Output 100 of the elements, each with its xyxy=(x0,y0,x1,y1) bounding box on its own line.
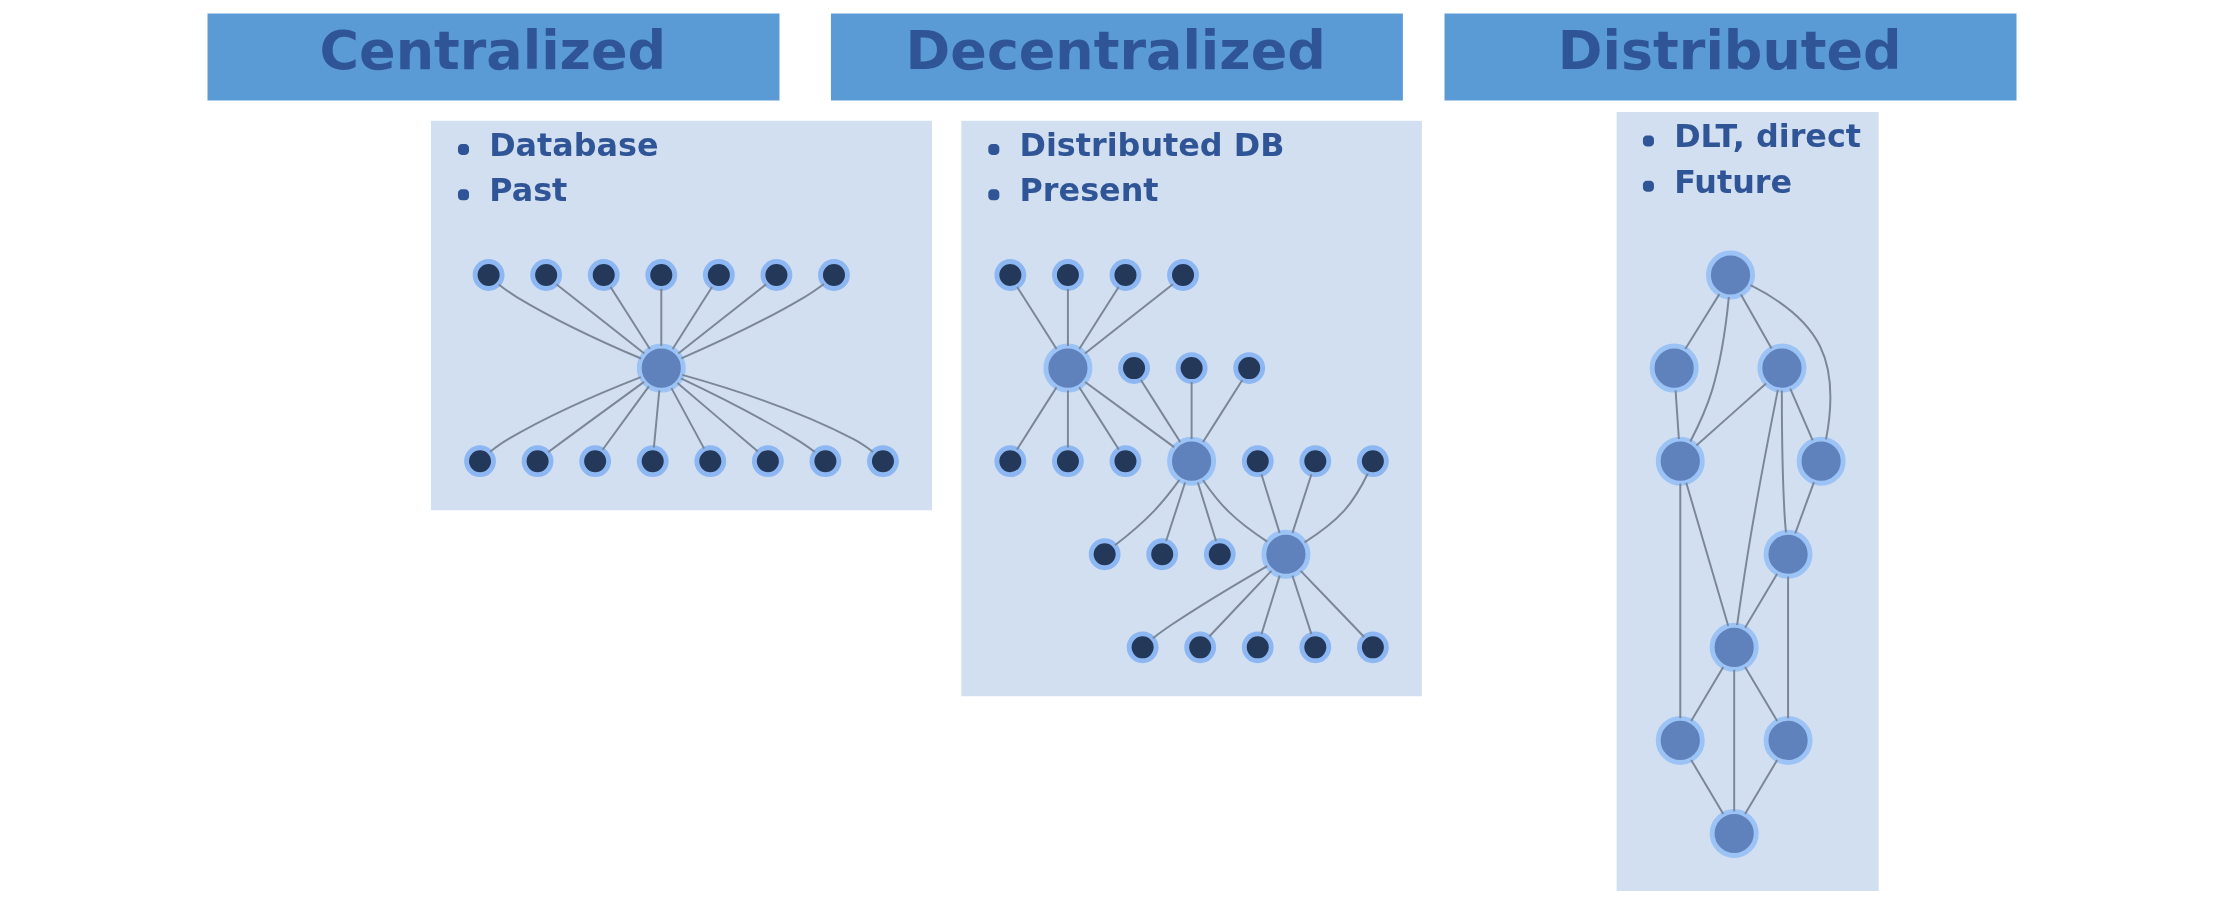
connector xyxy=(1078,386,1120,451)
node-circle xyxy=(1261,529,1311,579)
connector xyxy=(1139,379,1182,443)
connector xyxy=(1695,382,1768,447)
connector xyxy=(1780,389,1787,534)
cluster: Database Past xyxy=(428,118,935,513)
node-circle xyxy=(1763,715,1813,765)
connector xyxy=(1303,472,1369,544)
connector xyxy=(1733,668,1736,813)
node-circle xyxy=(1052,445,1084,478)
node-circle xyxy=(587,259,620,291)
node-circle xyxy=(1043,343,1093,393)
connector xyxy=(1674,389,1680,441)
node-circle xyxy=(809,445,842,478)
node-circle xyxy=(1706,250,1755,300)
connector xyxy=(1165,481,1187,542)
connector xyxy=(1744,665,1779,722)
node-circle xyxy=(751,445,784,478)
node-circle xyxy=(1118,352,1150,384)
connector xyxy=(679,377,816,453)
connector xyxy=(1202,379,1244,443)
connector xyxy=(1202,479,1269,543)
connector xyxy=(1739,293,1773,350)
connector xyxy=(1066,389,1069,449)
connector xyxy=(1744,572,1779,629)
node-circle xyxy=(867,445,899,478)
connector xyxy=(671,286,713,350)
node-circle xyxy=(1709,622,1759,672)
connector xyxy=(1260,574,1281,636)
node-circle xyxy=(579,445,612,478)
connector xyxy=(1291,473,1313,534)
node-circle xyxy=(1146,538,1179,571)
connector xyxy=(1113,478,1181,547)
node-circle xyxy=(1184,631,1217,664)
node-circle xyxy=(636,445,669,478)
connector xyxy=(680,283,825,360)
connector xyxy=(1690,665,1725,722)
connector xyxy=(660,287,663,347)
connector xyxy=(1685,481,1730,627)
connector xyxy=(1190,380,1193,441)
connector xyxy=(601,385,650,451)
node-circle xyxy=(1709,809,1759,858)
connector xyxy=(1679,482,1682,720)
connector xyxy=(1689,296,1730,443)
node-circle xyxy=(1356,631,1389,664)
connector xyxy=(1016,286,1058,350)
node-circle xyxy=(1088,538,1121,571)
node-circle xyxy=(1655,715,1705,765)
node-circle xyxy=(472,259,505,291)
node-circle xyxy=(702,259,735,291)
node-circle xyxy=(1241,445,1274,478)
node-box: Decentralized xyxy=(829,12,1405,102)
node-circle xyxy=(1167,436,1217,486)
connector xyxy=(1744,759,1779,815)
node-circle xyxy=(1052,259,1084,291)
connector xyxy=(1299,569,1366,638)
connector xyxy=(1016,386,1058,451)
connector xyxy=(1690,759,1725,815)
node-circle xyxy=(1763,529,1813,579)
node-circle xyxy=(1175,352,1208,384)
node-circle xyxy=(1299,631,1332,664)
node-circle xyxy=(1241,631,1274,664)
node-circle xyxy=(1757,343,1807,393)
connector xyxy=(1789,387,1814,442)
connector xyxy=(1749,284,1832,441)
connector xyxy=(1078,286,1120,350)
connector xyxy=(1066,287,1069,347)
node-circle xyxy=(1655,436,1705,486)
node-circle xyxy=(1109,259,1142,291)
node-circle xyxy=(464,445,496,478)
connector xyxy=(555,283,646,355)
connector xyxy=(1291,574,1313,636)
node-circle xyxy=(760,259,793,291)
node-circle xyxy=(1109,445,1142,478)
connector xyxy=(1794,481,1815,535)
connector xyxy=(676,382,759,453)
node-circle xyxy=(1203,538,1236,571)
node-circle xyxy=(694,445,727,478)
node-circle xyxy=(994,445,1027,478)
node-circle xyxy=(994,259,1027,291)
node-circle xyxy=(1356,445,1389,478)
connector xyxy=(609,286,651,350)
node-circle xyxy=(1167,259,1199,291)
connector xyxy=(1196,481,1217,542)
connector xyxy=(677,283,768,355)
cluster: Distributed DB Present xyxy=(958,118,1425,699)
connector xyxy=(497,283,642,360)
node-circle xyxy=(530,259,563,291)
node-box: Distributed xyxy=(1443,12,2018,102)
node-circle xyxy=(1649,343,1699,393)
node-circle xyxy=(645,259,678,291)
connector xyxy=(652,389,661,449)
connector xyxy=(1736,388,1779,627)
connector xyxy=(1151,565,1269,640)
connector xyxy=(1684,293,1721,350)
connector xyxy=(547,380,645,454)
connector xyxy=(1083,283,1174,355)
connector xyxy=(1787,575,1790,720)
node-circle xyxy=(818,259,850,291)
connector xyxy=(1208,569,1273,638)
